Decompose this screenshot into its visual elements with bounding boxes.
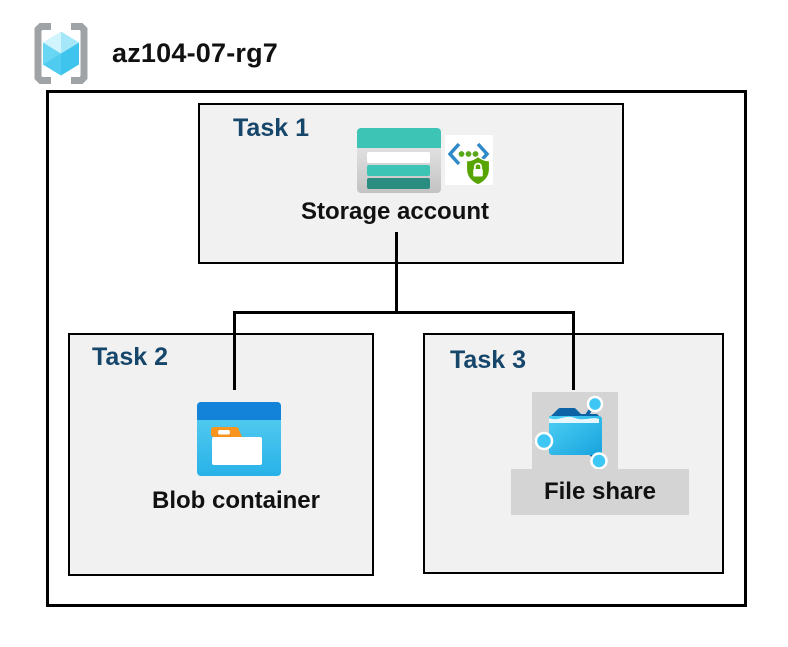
task1-label: Task 1	[233, 114, 309, 142]
blob-container-icon	[197, 402, 281, 476]
task2-box: Task 2 Blob container	[68, 333, 374, 576]
storage-account-label: Storage account	[300, 198, 490, 225]
secure-access-shield-icon	[445, 135, 493, 185]
task3-label: Task 3	[450, 346, 526, 374]
file-share-label-highlight: File share	[511, 469, 689, 515]
connector-storage-stem	[395, 232, 398, 313]
file-share-icon	[535, 395, 608, 470]
connector-to-file-share	[572, 311, 575, 390]
resource-group-name: az104-07-rg7	[112, 38, 278, 68]
task1-box: Task 1 Storage accoun	[198, 103, 624, 264]
resource-group-icon	[34, 23, 88, 84]
connector-to-blob-container	[233, 311, 236, 390]
storage-account-icon	[357, 128, 441, 193]
file-share-icon-highlight	[532, 392, 618, 470]
task2-label: Task 2	[92, 343, 168, 371]
file-share-label: File share	[543, 478, 657, 505]
blob-container-label: Blob container	[151, 487, 320, 514]
connector-horizontal	[233, 311, 575, 314]
